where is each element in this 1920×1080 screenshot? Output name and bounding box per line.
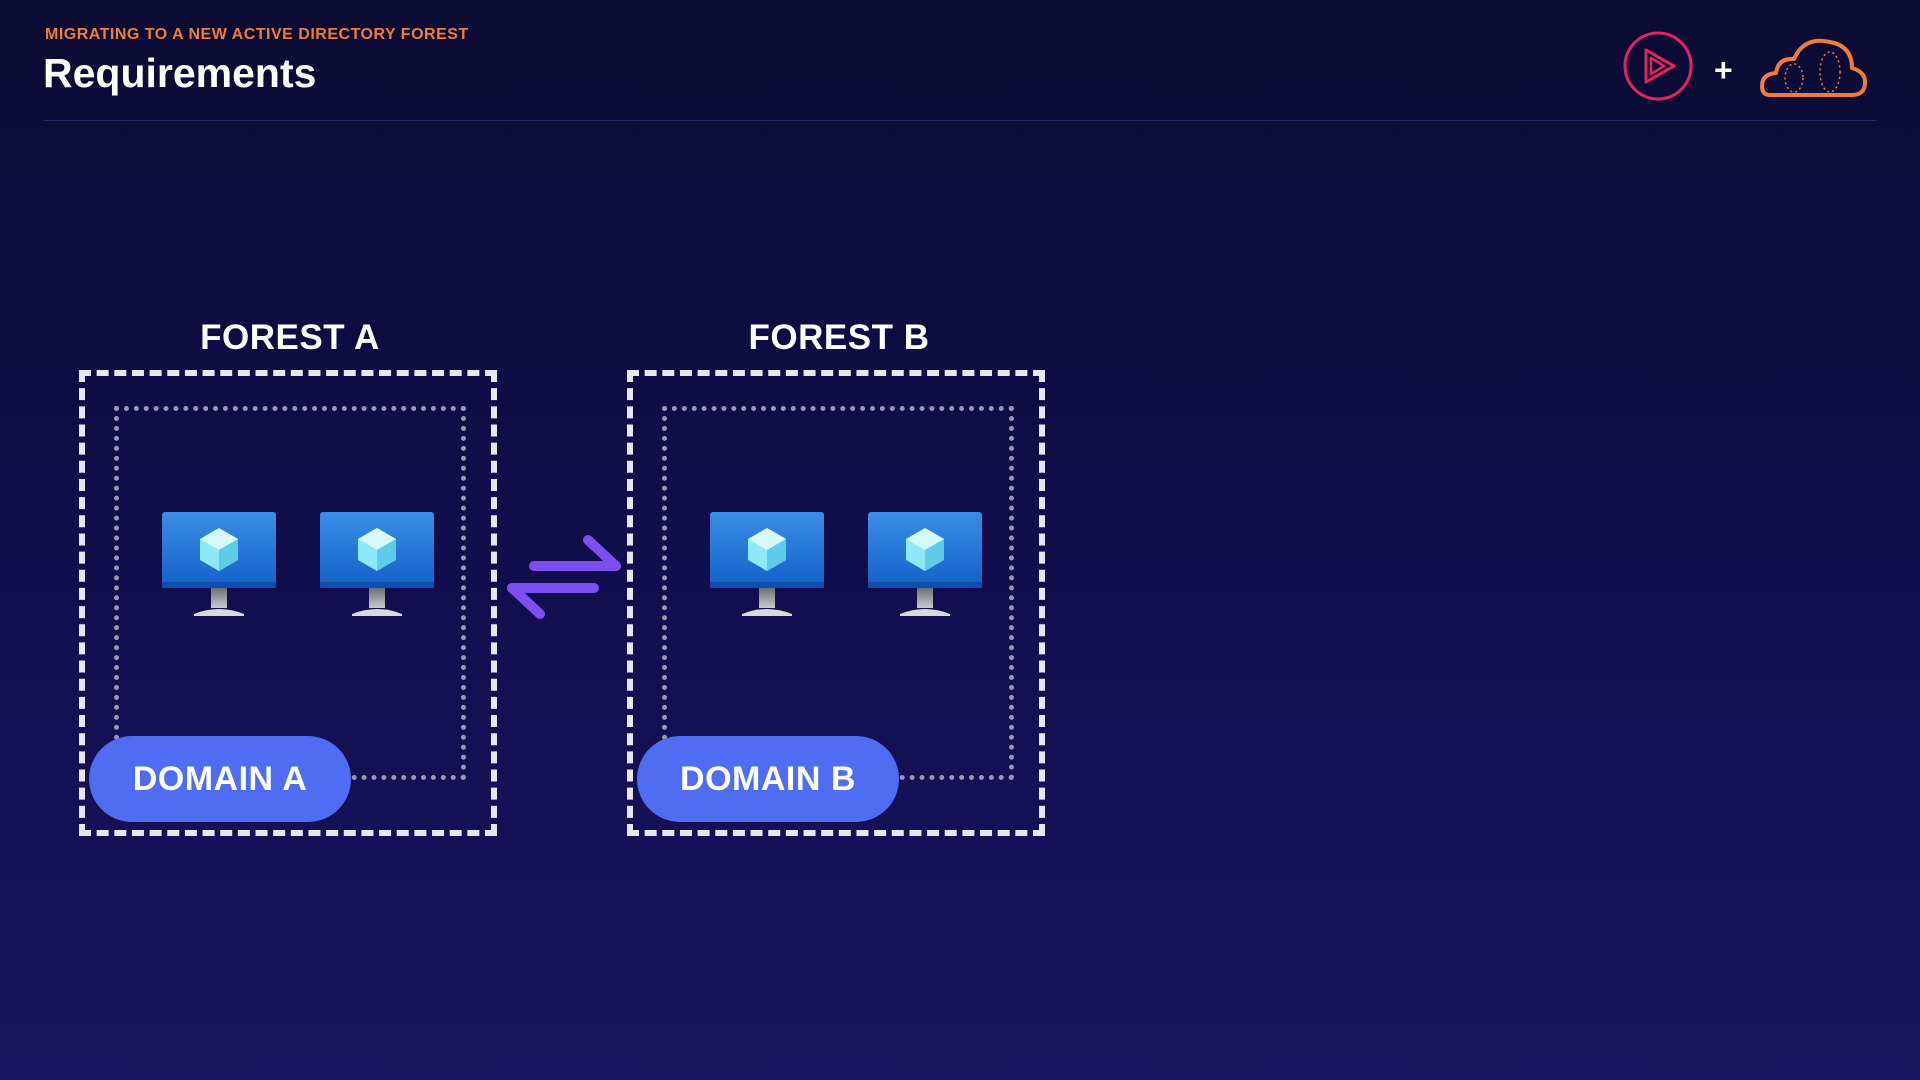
bidirectional-arrows-icon <box>504 528 624 624</box>
forest-a-label: FOREST A <box>200 318 380 357</box>
domain-b-pill: DOMAIN B <box>637 736 899 822</box>
page-title: Requirements <box>43 50 317 96</box>
vm-monitor-icon <box>160 508 278 620</box>
forest-b-label: FOREST B <box>748 318 930 357</box>
eyebrow-text: MIGRATING TO A NEW ACTIVE DIRECTORY FORE… <box>45 26 469 43</box>
vm-monitor-icon <box>318 508 436 620</box>
header-divider <box>44 120 1876 121</box>
domain-a-pill: DOMAIN A <box>89 736 351 822</box>
plus-sign: + <box>1714 52 1733 88</box>
vm-monitor-icon <box>866 508 984 620</box>
cloud-logo-icon <box>1760 38 1868 97</box>
forest-a-boundary <box>79 370 497 836</box>
brand-logos <box>1620 28 1880 108</box>
play-logo-icon <box>1623 31 1693 101</box>
forest-b-boundary <box>627 370 1045 836</box>
vm-monitor-icon <box>708 508 826 620</box>
